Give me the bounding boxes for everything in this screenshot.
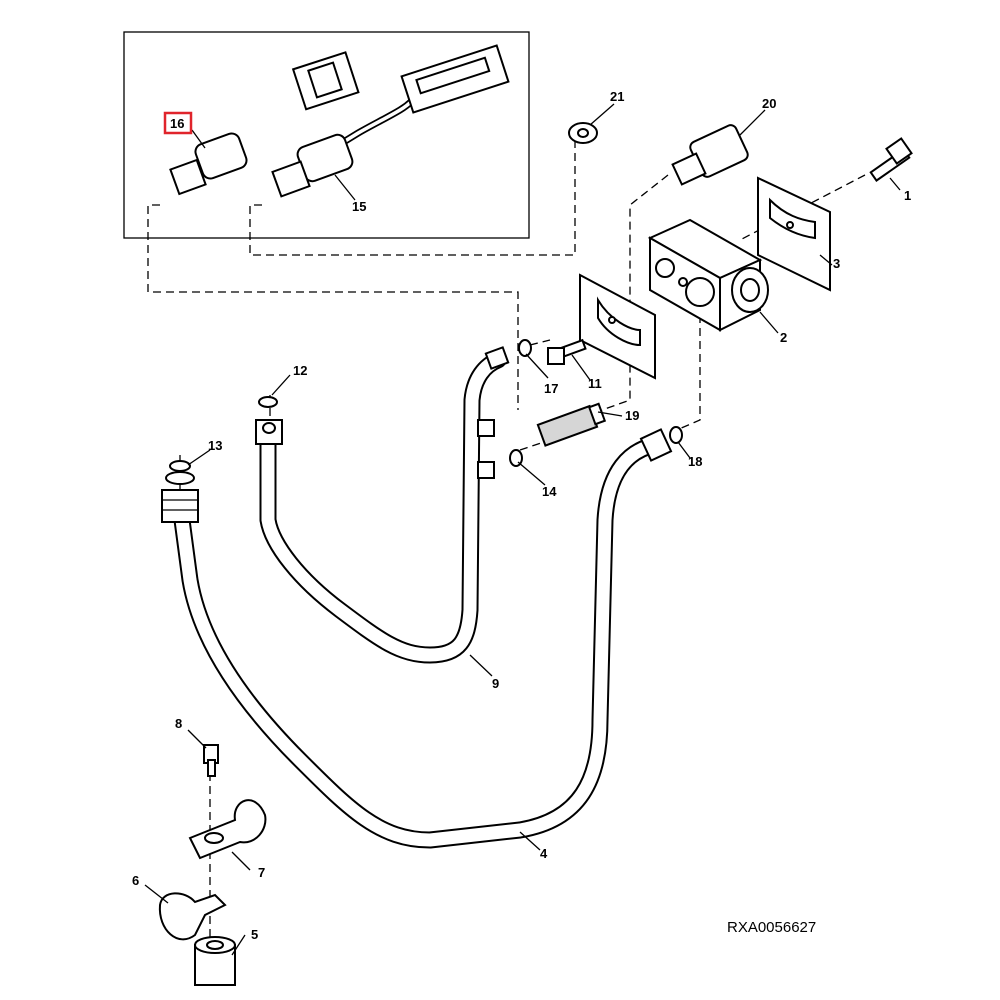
- hose-4[interactable]: [173, 436, 664, 849]
- hose-9[interactable]: [259, 351, 507, 664]
- callout-13[interactable]: 13: [208, 438, 222, 453]
- bracket-plate[interactable]: [579, 273, 656, 380]
- callout-11[interactable]: 11: [588, 376, 602, 391]
- hose-fittings: [161, 346, 673, 523]
- callout-1[interactable]: 1: [904, 188, 911, 203]
- valve-core-19[interactable]: [536, 402, 607, 447]
- callout-17[interactable]: 17: [544, 381, 558, 396]
- callout-3[interactable]: 3: [833, 256, 840, 271]
- callout-12[interactable]: 12: [293, 363, 307, 378]
- o-ring-17[interactable]: [518, 339, 532, 357]
- callout-leaders: [144, 103, 901, 956]
- pressure-switch-15[interactable]: [271, 44, 510, 198]
- switch-20[interactable]: [671, 123, 750, 186]
- cap-screw-11[interactable]: [547, 338, 587, 365]
- switch-inset: [123, 31, 530, 239]
- callout-15[interactable]: 15: [352, 199, 366, 214]
- callout-8[interactable]: 8: [175, 716, 182, 731]
- cap-screw-1[interactable]: [869, 137, 913, 182]
- o-ring-13[interactable]: [169, 460, 191, 472]
- callout-7[interactable]: 7: [258, 865, 265, 880]
- spacer-5[interactable]: [194, 936, 236, 986]
- cap-screw-8[interactable]: [203, 744, 219, 777]
- clamp-7[interactable]: [188, 799, 267, 860]
- washer-21[interactable]: [568, 122, 598, 144]
- pressure-switch-16[interactable]: [169, 51, 360, 196]
- callout-5[interactable]: 5: [251, 927, 258, 942]
- o-ring-18[interactable]: [669, 426, 683, 444]
- callout-16[interactable]: 16: [170, 116, 184, 131]
- callout-4[interactable]: 4: [540, 846, 548, 861]
- clamp-6[interactable]: [158, 892, 227, 941]
- callout-9[interactable]: 9: [492, 676, 499, 691]
- callout-14[interactable]: 14: [542, 484, 557, 499]
- callout-21[interactable]: 21: [610, 89, 624, 104]
- diagram-reference-id: RXA0056627: [727, 919, 816, 936]
- o-ring-12[interactable]: [258, 396, 278, 408]
- callout-2[interactable]: 2: [780, 330, 787, 345]
- callout-18[interactable]: 18: [688, 454, 702, 469]
- bracket-3[interactable]: [757, 176, 831, 292]
- callout-6[interactable]: 6: [132, 873, 139, 888]
- callout-labels: 1 2 3 4 5 6 7 8 9 11 12 13 14 15 16 17 1…: [132, 89, 911, 942]
- highlight-box-16: [163, 111, 193, 135]
- expansion-valve-2[interactable]: [647, 218, 769, 332]
- callout-19[interactable]: 19: [625, 408, 639, 423]
- callout-20[interactable]: 20: [762, 96, 776, 111]
